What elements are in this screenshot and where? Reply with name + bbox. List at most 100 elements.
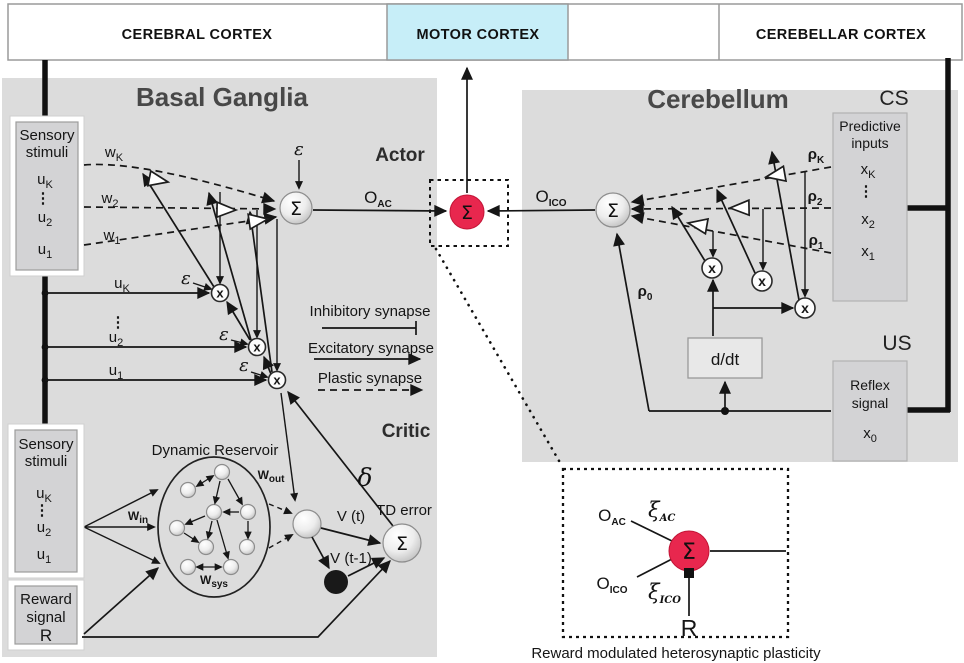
plastic-synapse-triangle [727, 198, 750, 217]
multiplier-node [751, 270, 773, 292]
rho2-label: ρ2 [808, 188, 823, 208]
reservoir-input-line [83, 526, 161, 564]
rhoK-label: ρK [808, 146, 825, 166]
predictive-x1: x1 [861, 243, 875, 263]
reservoir-title: Dynamic Reservoir [152, 442, 279, 459]
cerebellum-title: Cerebellum [647, 84, 789, 114]
wsys-label: Wsys [200, 573, 228, 590]
detail-oico-label: OICO [596, 574, 627, 596]
w1-plastic-synapse-line [83, 212, 278, 246]
sensory2-uK: uK [36, 485, 52, 505]
predictive-box [832, 112, 908, 302]
td-sum-node [382, 523, 422, 563]
dynamic-reservoir: Dynamic Reservoir [152, 442, 279, 598]
reflex-signal-box: Reflex signal x0 [832, 360, 908, 462]
detail-xiico-label: ξICO [648, 580, 681, 606]
predictive-line1: Predictive [839, 118, 901, 134]
delay-unit-node [324, 570, 348, 594]
reward-line1: Reward [20, 591, 72, 608]
reservoir-edge [212, 480, 221, 505]
reservoir-edge [205, 520, 214, 540]
cerebral-cortex-label: CEREBRAL CORTEX [122, 27, 273, 43]
actor-multiplier-nodes: x x x [210, 283, 287, 390]
cb-mult1-output [671, 205, 706, 262]
w2-label: w2 [101, 190, 119, 210]
mult-chain-2to1 [226, 300, 251, 341]
u-dots-label: ⋮ [111, 314, 126, 331]
mult2-output-line [206, 191, 252, 341]
cerebellum-multiplier-nodes: x x x [701, 257, 816, 319]
ddt-box [687, 337, 763, 379]
reward-signal-box: Reward signal R [7, 579, 85, 651]
sensory1-dots: ⋮ [36, 190, 51, 207]
epsilon-arrow [192, 282, 213, 291]
reservoir-neuron [197, 538, 215, 556]
multiplier-node [247, 337, 267, 357]
reservoir-neuron [222, 558, 240, 576]
sensory-box1-inner [15, 121, 79, 271]
detail-caption: Reward modulated heterosynaptic plastici… [531, 645, 821, 662]
multiplier-x: x [708, 260, 716, 276]
reservoir-ellipse [157, 456, 271, 598]
vt-line [320, 527, 382, 546]
rho0-line [613, 232, 650, 412]
reservoir-edge [227, 478, 243, 506]
plastic-synapse-triangle [247, 213, 271, 231]
value-unit-node [292, 509, 322, 539]
plastic-synapse-triangle [763, 164, 788, 183]
reward-line2: signal [26, 609, 65, 626]
epsilon-arrow [250, 371, 269, 379]
rho1-label: ρ1 [809, 232, 824, 252]
motor-node-dashed-box [429, 179, 509, 247]
sensory2-line2: stimuli [25, 453, 68, 470]
multiplier-node [794, 297, 816, 319]
sensory2-line1: Sensory [18, 436, 74, 453]
sensory2-dots: ⋮ [35, 502, 50, 519]
cerebellum-sum-node [595, 192, 631, 228]
reward-to-reservoir-line [83, 567, 160, 635]
vt-label: V (t) [337, 508, 365, 525]
sensory-stimuli-box-2: Sensory stimuli uK ⋮ u2 u1 [7, 423, 85, 579]
reservoir-neuron [205, 503, 223, 521]
epsilon-label: ε [239, 355, 249, 376]
predictive-inputs-box: Predictive inputs xK ⋮ x2 x1 [832, 112, 908, 302]
cb-mult2-output [716, 188, 756, 274]
multiplier-node [701, 257, 723, 279]
wout-line [268, 503, 293, 515]
plasticity-detail: Σ R OAC ξAC OICO ξICO Reward modulated h… [434, 247, 821, 662]
multiplier-x: x [801, 300, 809, 316]
motor-sigma: Σ [461, 202, 473, 224]
predictive-xK: xK [861, 161, 877, 181]
reservoir-input-line [83, 489, 159, 528]
delta-label: δ [357, 463, 372, 492]
epsilon-label: ε [219, 324, 229, 345]
reservoir-neurons [168, 463, 257, 576]
legend-plastic-label: Plastic synapse [318, 370, 422, 387]
epsilon-arrow [230, 338, 249, 347]
sensory1-uK: uK [37, 171, 53, 191]
w2-plastic-synapse-line [83, 202, 277, 215]
delta-to-wout-line [280, 392, 299, 502]
reward-r-label: R [40, 626, 52, 645]
multiplier-node [267, 370, 287, 390]
reservoir-neuron [168, 519, 186, 537]
ddt-label: d/dt [711, 350, 740, 369]
synapse-legend: Inhibitory synapse Excitatory synapse Pl… [308, 303, 434, 396]
cs-label: CS [879, 87, 908, 110]
sensory1-u1: u1 [38, 241, 52, 261]
reservoir-neuron [238, 538, 256, 556]
reflex-line2: signal [852, 395, 889, 411]
detail-r-label: R [681, 615, 698, 641]
plastic-synapse-triangle [216, 200, 239, 219]
mult3-output-line [245, 210, 273, 373]
reservoir-neuron [179, 481, 197, 499]
reservoir-neuron [239, 503, 257, 521]
motor-cortex-box [386, 3, 569, 61]
uk-line-label: uK [114, 275, 130, 295]
reservoir-neuron [179, 558, 197, 576]
reward-box-inner [14, 585, 78, 645]
detail-oac-line [630, 520, 673, 542]
sensory-box2-inner [14, 429, 78, 573]
reward-to-td-line [82, 560, 391, 638]
